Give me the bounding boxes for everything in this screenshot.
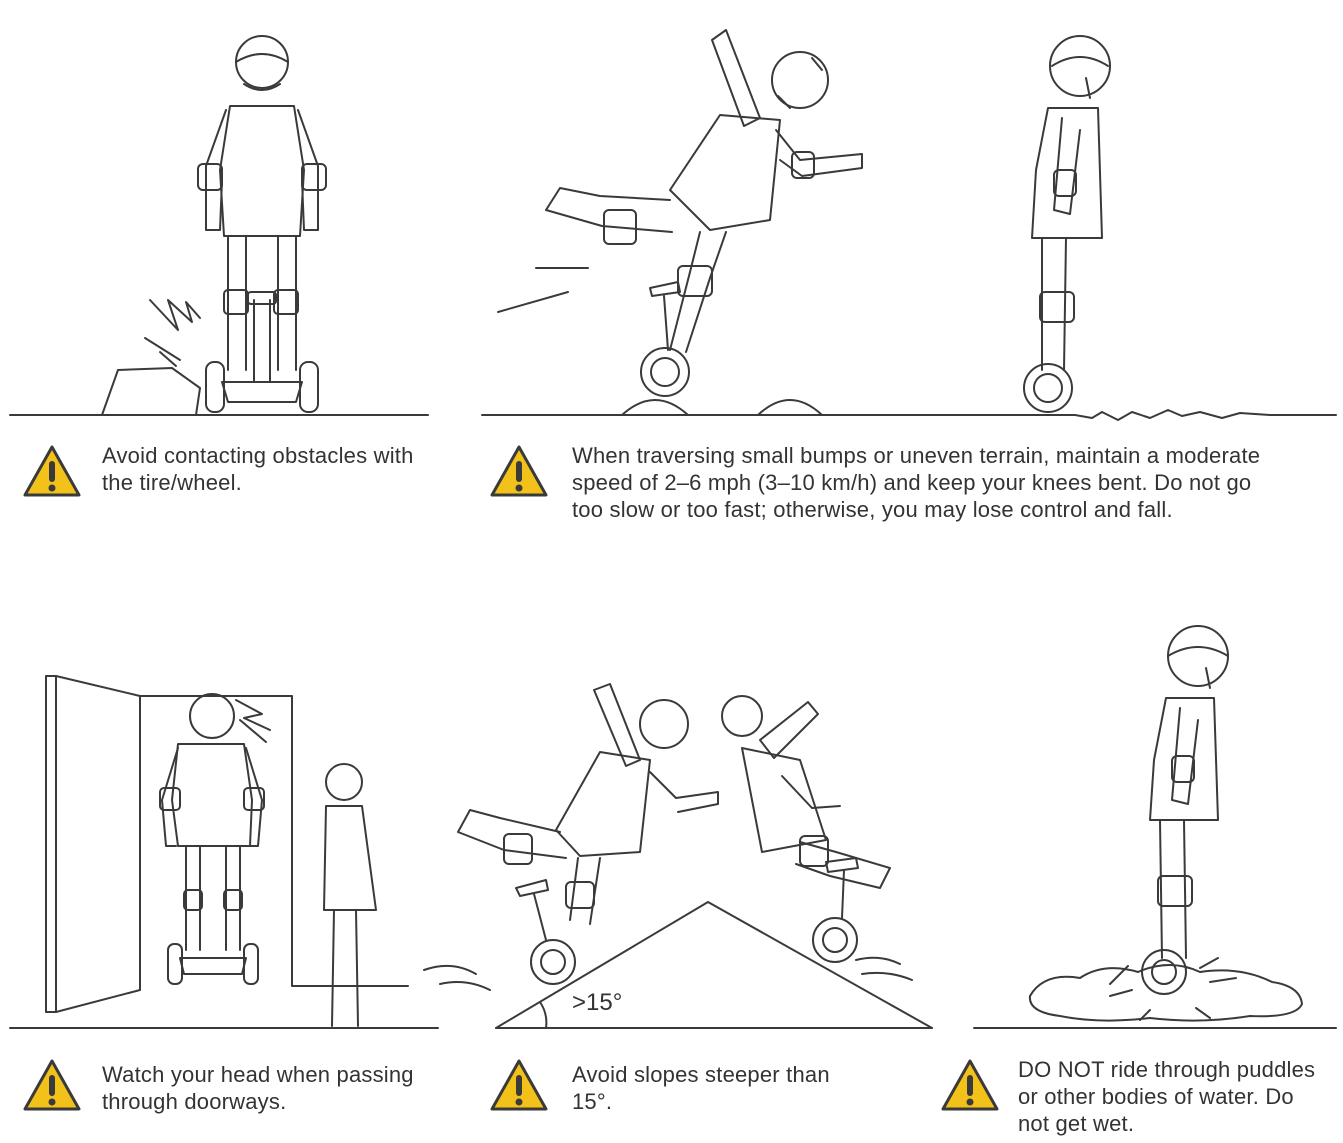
impact-spark (235, 699, 271, 743)
splash (1109, 957, 1237, 1021)
illustration-bumps-fall (481, 29, 1076, 416)
warning-caption-slopes: Avoid slopes steeper than 15°. (572, 1062, 830, 1114)
impact-spark (144, 299, 201, 367)
warning-caption-water: DO NOT ride through puddles or other bod… (1018, 1057, 1316, 1136)
door-frame (139, 695, 409, 987)
rough-ground (1074, 409, 1337, 421)
angle-arc (539, 1001, 548, 1029)
warning-caption-doorways: Watch your head when passing through doo… (102, 1062, 414, 1114)
rider-falling-left (457, 683, 719, 985)
bystander (323, 763, 377, 1027)
rider-side (1149, 625, 1229, 959)
warning-triangle-icon (490, 445, 548, 497)
illustration-puddle (973, 625, 1337, 1029)
scooter-front (205, 291, 319, 413)
bump (621, 399, 689, 416)
illustration-rough-ground (1023, 35, 1337, 421)
bump (757, 399, 823, 416)
puddle (1028, 964, 1303, 1022)
warning-caption-obstacles: Avoid contacting obstacles with the tire… (102, 443, 414, 495)
warning-triangle-icon (23, 1059, 81, 1111)
slope-angle-label: >15° (572, 989, 623, 1016)
door (45, 675, 141, 1013)
warning-triangle-icon (490, 1059, 548, 1111)
rider-side (1031, 35, 1111, 371)
motion-lines (497, 267, 589, 313)
rider-front (159, 693, 265, 951)
obstacle-rock (101, 367, 201, 416)
rider-falling-right (721, 695, 891, 963)
rider-falling (545, 29, 863, 353)
rider-front (197, 35, 327, 371)
illustration-doorway (9, 675, 439, 1029)
slope (495, 901, 933, 1029)
warning-triangle-icon (941, 1059, 999, 1111)
illustration-slope (423, 683, 933, 1029)
warning-caption-bumps: When traversing small bumps or uneven te… (572, 443, 1261, 522)
illustration-obstacle (9, 35, 429, 416)
warning-triangle-icon (23, 445, 81, 497)
